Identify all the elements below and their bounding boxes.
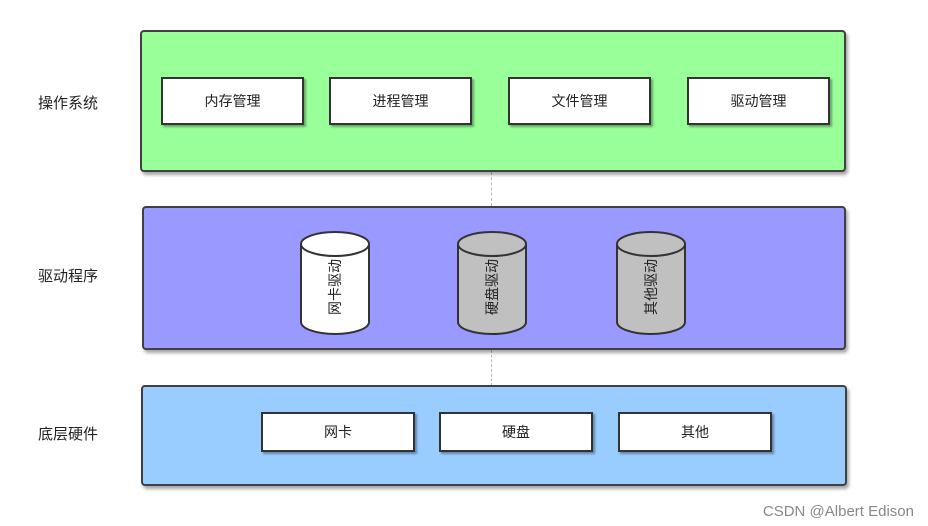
layer-os: 内存管理 进程管理 文件管理 驱动管理: [140, 30, 846, 172]
box-other: 其他: [618, 412, 772, 452]
cylinder-shape: [300, 231, 370, 335]
box-process-management: 进程管理: [329, 77, 472, 125]
layer-hardware: 网卡 硬盘 其他: [141, 385, 847, 486]
box-disk: 硬盘: [439, 412, 593, 452]
cylinder-nic-driver: 网卡驱动: [299, 230, 371, 336]
cylinder-label: 其他驱动: [644, 259, 660, 315]
cylinder-shape: [457, 231, 527, 335]
layer-label-drivers: 驱动程序: [38, 267, 99, 285]
box-driver-management: 驱动管理: [687, 77, 830, 125]
cylinder-disk-driver: 硬盘驱动: [456, 230, 528, 336]
connector-line: [491, 350, 492, 386]
cylinder-label: 网卡驱动: [328, 259, 344, 315]
box-memory-management: 内存管理: [161, 77, 304, 125]
cylinder-shape: [616, 231, 686, 335]
box-nic: 网卡: [261, 412, 415, 452]
cylinder-other-driver: 其他驱动: [615, 230, 687, 336]
cylinder-label: 硬盘驱动: [485, 259, 501, 315]
watermark: CSDN @Albert Edison: [762, 503, 914, 520]
layer-label-os: 操作系统: [38, 94, 99, 112]
box-file-management: 文件管理: [508, 77, 651, 125]
layer-drivers: 网卡驱动 硬盘驱动 其他驱动: [142, 206, 846, 350]
layer-label-hardware: 底层硬件: [38, 425, 99, 443]
connector-line: [491, 172, 492, 206]
